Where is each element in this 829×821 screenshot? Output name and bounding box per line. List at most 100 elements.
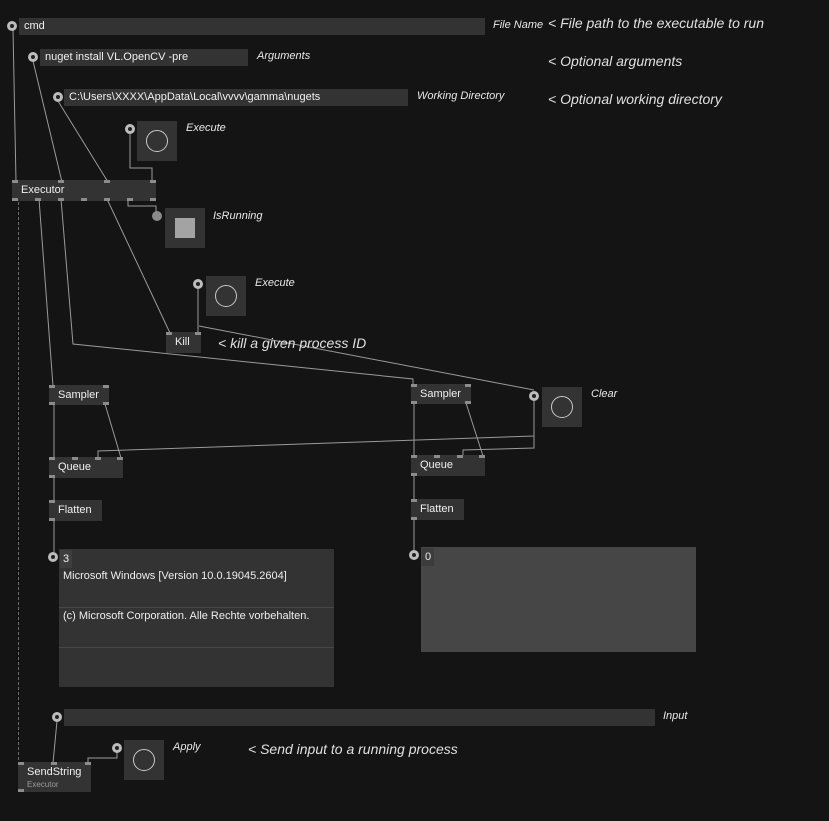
executor-out-pin[interactable] [81,198,87,201]
sendstring-in-pin[interactable] [85,762,91,765]
sampler-title: Sampler [420,388,461,400]
sendstring-out-pin[interactable] [18,789,24,792]
filename-pin[interactable] [7,21,17,31]
sendstring-in-pin[interactable] [18,762,24,765]
flatten-out-pin[interactable] [411,517,417,520]
queue-in-pin[interactable] [117,457,123,460]
sampler-node-left[interactable]: Sampler [49,385,109,405]
queue-in-pin[interactable] [434,455,440,458]
kill-title: Kill [175,336,190,348]
flatten-in-pin[interactable] [411,499,417,502]
link-executor-sampler-left [38,198,54,387]
executor-in-pin[interactable] [12,180,18,183]
spread-row: Microsoft Windows [Version 10.0.19045.26… [63,570,287,582]
executor-in-pin[interactable] [150,180,156,183]
sampler-out-pin[interactable] [465,401,471,404]
apply-label: Apply [173,741,201,753]
link-sampler-queue-right-2 [465,402,484,457]
link-input-sendstring [52,720,58,764]
queue-title: Queue [58,461,92,473]
queue-in-pin[interactable] [49,457,55,460]
arguments-pin[interactable] [28,52,38,62]
sampler-in-pin[interactable] [411,384,417,387]
kill-comment: < kill a given process ID [218,335,367,351]
flatten-title: Flatten [420,503,454,515]
workdir-label: Working Directory [417,90,505,102]
clear-pin[interactable] [529,391,539,401]
link-arguments-executor [32,60,63,183]
bang-circle-icon [146,130,168,152]
kill-in-pin[interactable] [195,332,201,335]
queue-node-left[interactable]: Queue [49,457,123,478]
input-iobox[interactable] [64,709,655,726]
executor-out-pin[interactable] [127,198,133,201]
sendstring-in-pin[interactable] [51,762,57,765]
execute-bang-button[interactable] [137,121,177,161]
executor-title: Executor [21,184,65,196]
sampler-in-pin[interactable] [103,385,109,388]
apply-bang-button[interactable] [124,740,164,780]
queue-in-pin[interactable] [411,455,417,458]
queue-in-pin[interactable] [479,455,485,458]
queue-in-pin[interactable] [72,457,78,460]
execute-kill-pin[interactable] [193,279,203,289]
filename-iobox[interactable]: cmd [19,18,485,35]
executor-out-pin[interactable] [58,198,64,201]
arguments-label: Arguments [257,50,311,62]
executor-in-pin[interactable] [104,180,110,183]
output-right-spread[interactable]: 0 [421,547,696,652]
queue-out-pin[interactable] [411,473,417,476]
kill-node[interactable]: Kill [166,332,201,353]
execute-kill-bang-button[interactable] [206,276,246,316]
sampler-title: Sampler [58,389,99,401]
executor-node[interactable]: Executor [12,180,156,201]
sendstring-node[interactable]: SendString Executor [18,762,91,792]
link-clear-queue-left [97,400,535,458]
isrunning-toggle[interactable] [165,208,205,248]
arguments-iobox[interactable]: nuget install VL.OpenCV -pre [40,49,248,66]
workdir-iobox[interactable]: C:\Users\XXXX\AppData\Local\vvvv\gamma\n… [64,89,408,106]
apply-comment: < Send input to a running process [248,741,458,757]
queue-node-right[interactable]: Queue [411,455,485,476]
bang-circle-icon [551,396,573,418]
flatten-node-left[interactable]: Flatten [49,500,102,521]
flatten-out-pin[interactable] [49,518,55,521]
clear-bang-button[interactable] [542,387,582,427]
queue-in-pin[interactable] [95,457,101,460]
executor-out-pin[interactable] [150,198,156,201]
sampler-out-pin[interactable] [103,402,109,405]
flatten-in-pin[interactable] [49,500,55,503]
output-left-pin[interactable] [48,552,58,562]
kill-in-pin[interactable] [166,332,172,335]
toggle-square-icon [175,218,195,238]
bang-circle-icon [133,749,155,771]
executor-out-pin[interactable] [12,198,18,201]
queue-in-pin[interactable] [457,455,463,458]
link-filename-executor [12,28,17,183]
sampler-in-pin[interactable] [465,384,471,387]
output-left-spread[interactable]: 3 Microsoft Windows [Version 10.0.19045.… [59,549,334,687]
link-sampler-queue-left-2 [104,403,122,459]
output-right-pin[interactable] [409,550,419,560]
queue-out-pin[interactable] [49,475,55,478]
sendstring-category: Executor [27,780,59,789]
workdir-pin[interactable] [53,92,63,102]
executor-out-pin[interactable] [104,198,110,201]
apply-pin[interactable] [112,743,122,753]
executor-in-pin[interactable] [58,180,64,183]
flatten-node-right[interactable]: Flatten [411,499,464,520]
executor-out-pin[interactable] [35,198,41,201]
input-label: Input [663,710,688,722]
link-apply-sendstring [87,752,118,763]
sampler-out-pin[interactable] [411,401,417,404]
sampler-in-pin[interactable] [49,385,55,388]
isrunning-pin[interactable] [152,211,162,221]
input-pin[interactable] [52,712,62,722]
workdir-comment: < Optional working directory [548,91,722,107]
sampler-out-pin[interactable] [49,402,55,405]
link-workdir-executor [57,100,109,183]
execute-pin[interactable] [125,124,135,134]
spread-count: 3 [60,550,72,568]
sampler-node-right[interactable]: Sampler [411,384,471,404]
